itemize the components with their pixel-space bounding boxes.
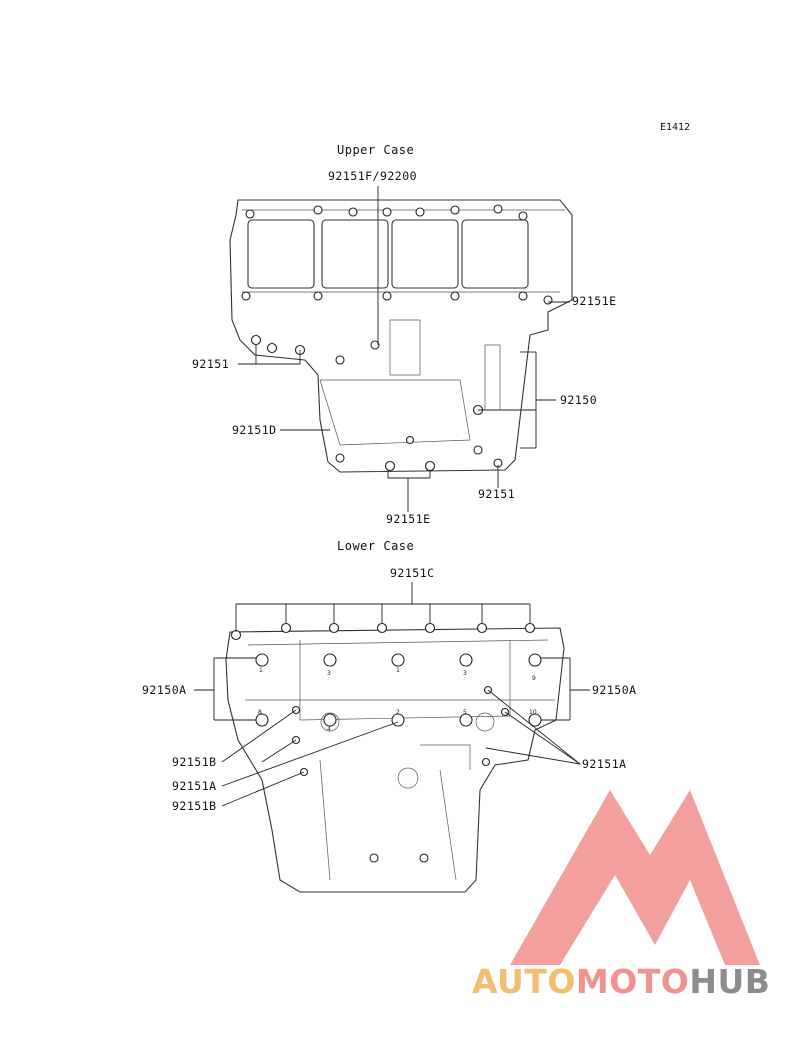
upper-case-title: Upper Case: [337, 143, 414, 157]
svg-text:3: 3: [327, 670, 331, 677]
svg-text:8: 8: [258, 709, 262, 716]
watermark-hub: HUB: [689, 962, 770, 1001]
lower-case-title: Lower Case: [337, 539, 414, 553]
label-92150a-left: 92150A: [142, 683, 187, 697]
diagram-code: E1412: [660, 122, 690, 133]
bolt-sequence-numbers: 1 4 1 2 3 3 5 9 8 10: [258, 667, 537, 733]
upper-case-bolts: [241, 204, 553, 472]
label-92150a-right: 92150A: [592, 683, 637, 697]
svg-text:1: 1: [396, 667, 400, 674]
label-92151-left: 92151: [192, 357, 229, 371]
watermark-auto: AUTO: [472, 962, 576, 1001]
label-92150: 92150: [560, 393, 597, 407]
watermark-moto: MOTO: [576, 962, 689, 1001]
svg-text:2: 2: [396, 709, 400, 716]
lower-case-group: Lower Case 92151C: [142, 539, 637, 893]
lower-case-bolts: [230, 622, 542, 863]
svg-text:10: 10: [529, 709, 537, 716]
svg-text:AUTOMOTOHUB: AUTOMOTOHUB: [472, 962, 770, 1001]
upper-crankcase-illustration: [229, 199, 573, 473]
label-92151e-bottom: 92151E: [386, 512, 431, 526]
label-92151b-lower: 92151B: [172, 799, 217, 813]
automotohub-watermark: AUTOMOTOHUB: [472, 790, 770, 1001]
svg-text:9: 9: [532, 675, 536, 682]
automotohub-logo-icon: [510, 790, 760, 965]
label-92151a-left: 92151A: [172, 779, 217, 793]
svg-text:3: 3: [463, 670, 467, 677]
label-92151b-upper: 92151B: [172, 755, 217, 769]
upper-case-group: Upper Case 92151F/92200: [192, 143, 617, 526]
label-92151f-92200: 92151F/92200: [328, 169, 417, 183]
label-92151c: 92151C: [390, 566, 435, 580]
label-92151e-right: 92151E: [572, 294, 617, 308]
lower-crankcase-illustration: 1 4 1 2 3 3 5 9 8 10: [225, 622, 565, 893]
svg-text:5: 5: [463, 709, 467, 716]
svg-text:4: 4: [327, 726, 331, 733]
upper-leader-lines: [238, 186, 570, 512]
label-92151-bottom-right: 92151: [478, 487, 515, 501]
label-92151d: 92151D: [232, 423, 277, 437]
lower-leader-lines: [194, 582, 590, 807]
label-92151a-right: 92151A: [582, 757, 627, 771]
svg-text:1: 1: [259, 667, 263, 674]
